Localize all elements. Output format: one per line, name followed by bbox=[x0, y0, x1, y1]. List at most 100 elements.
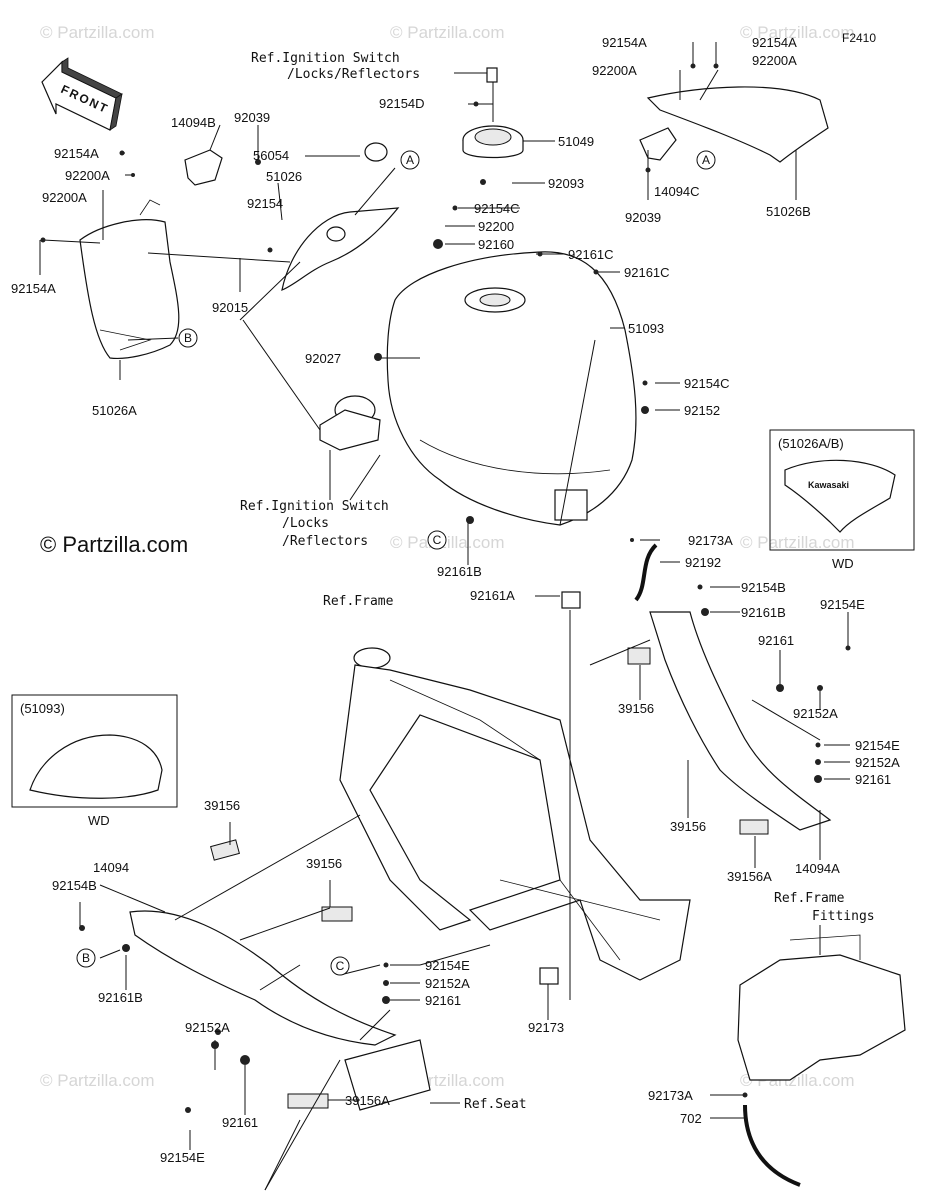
watermark: © Partzilla.com bbox=[740, 23, 855, 42]
right-side-cover-drawing bbox=[649, 611, 832, 831]
frame-fittings-drawing bbox=[737, 934, 906, 1081]
pad-39156 bbox=[321, 906, 353, 922]
part-label: 51026 bbox=[266, 169, 302, 184]
ref-locks-reflectors: /Locks/Reflectors bbox=[287, 67, 420, 82]
part-label: 51049 bbox=[558, 134, 594, 149]
ref-locks: /Locks bbox=[282, 516, 329, 531]
svg-text:A: A bbox=[702, 153, 710, 167]
damper-92161a bbox=[561, 591, 581, 609]
ref-frame-fittings: Fittings bbox=[812, 909, 875, 924]
fuel-tank-drawing bbox=[386, 251, 637, 526]
part-label: 39156A bbox=[345, 1093, 390, 1108]
copyright-text: © Partzilla.com bbox=[40, 532, 188, 557]
pad-39156a bbox=[739, 819, 769, 835]
part-label: 92027 bbox=[305, 351, 341, 366]
ignition-switch-drawing bbox=[319, 395, 381, 451]
figure-code: F2410 bbox=[842, 31, 876, 45]
ref-reflectors: /Reflectors bbox=[282, 534, 368, 549]
svg-text:B: B bbox=[184, 331, 192, 345]
right-cover-drawing bbox=[639, 86, 829, 163]
part-label: 92154E bbox=[160, 1150, 205, 1165]
inset-tank-wd: (51093) WD bbox=[11, 694, 178, 828]
part-label: 92154A bbox=[54, 146, 99, 161]
fuel-cap-drawing bbox=[462, 125, 524, 159]
callout-b-1: B bbox=[178, 328, 198, 348]
part-label: 92173A bbox=[688, 533, 733, 548]
part-label: 92154E bbox=[820, 597, 865, 612]
part-label: 92154C bbox=[474, 201, 520, 216]
part-label: 92152A bbox=[185, 1020, 230, 1035]
frame-drawing bbox=[339, 647, 691, 981]
part-label: 92161C bbox=[568, 247, 614, 262]
bolt-markers bbox=[40, 63, 851, 1113]
part-label: 14094A bbox=[795, 861, 840, 876]
inset-cover-brand: Kawasaki bbox=[808, 480, 849, 490]
part-label: 92154A bbox=[602, 35, 647, 50]
svg-text:C: C bbox=[336, 959, 345, 973]
part-label: 92015 bbox=[212, 300, 248, 315]
part-label: 92200A bbox=[65, 168, 110, 183]
watermark: © Partzilla.com bbox=[390, 533, 505, 552]
small-cover-14094b-drawing bbox=[184, 149, 223, 186]
front-arrow: FRONT bbox=[41, 57, 123, 131]
part-label: 92161 bbox=[758, 633, 794, 648]
ref-ignition-switch: Ref.Ignition Switch bbox=[251, 51, 400, 66]
part-label: 92154E bbox=[855, 738, 900, 753]
watermark: © Partzilla.com bbox=[740, 533, 855, 552]
inset-cover-title: (51026A/B) bbox=[778, 436, 844, 451]
callout-a-2: A bbox=[696, 150, 716, 170]
part-label: 92161 bbox=[855, 772, 891, 787]
part-label: 39156A bbox=[727, 869, 772, 884]
part-label: 92093 bbox=[548, 176, 584, 191]
cover-51026-drawing bbox=[281, 207, 400, 291]
part-label: 92161C bbox=[624, 265, 670, 280]
callout-c-2: C bbox=[330, 956, 350, 976]
part-label: 92161B bbox=[437, 564, 482, 579]
part-number-labels: 92154A 92154A 92200A 92200A 92154D 51049… bbox=[11, 35, 900, 1165]
part-label: 92154D bbox=[379, 96, 425, 111]
left-cover-drawing bbox=[79, 199, 180, 360]
ref-ignition-switch: Ref.Ignition Switch bbox=[240, 499, 389, 514]
ref-frame-fittings: Ref.Frame bbox=[774, 891, 845, 906]
pad-39156 bbox=[627, 647, 651, 665]
part-label: 92154B bbox=[52, 878, 97, 893]
part-label: 92161B bbox=[98, 990, 143, 1005]
part-label: 92200A bbox=[752, 53, 797, 68]
part-label: 92154A bbox=[752, 35, 797, 50]
part-label: 14094B bbox=[171, 115, 216, 130]
part-label: 14094C bbox=[654, 184, 700, 199]
part-label: 92152 bbox=[684, 403, 720, 418]
watermark: © Partzilla.com bbox=[390, 23, 505, 42]
part-label: 14094 bbox=[93, 860, 129, 875]
inset-cover-wd: (51026A/B) Kawasaki WD bbox=[769, 429, 915, 571]
part-label: 92161A bbox=[470, 588, 515, 603]
svg-text:A: A bbox=[406, 153, 414, 167]
part-label: 92200A bbox=[592, 63, 637, 78]
part-label: 92173 bbox=[528, 1020, 564, 1035]
part-label: 92152A bbox=[425, 976, 470, 991]
seat-bracket-drawing bbox=[344, 1039, 431, 1111]
part-label: 92161 bbox=[222, 1115, 258, 1130]
part-label: 39156 bbox=[670, 819, 706, 834]
part-label: 92160 bbox=[478, 237, 514, 252]
inset-tank-title: (51093) bbox=[20, 701, 65, 716]
part-92173-drawing bbox=[539, 967, 559, 985]
ref-seat: Ref.Seat bbox=[464, 1097, 527, 1112]
part-label: 92154A bbox=[11, 281, 56, 296]
seal-ring-drawing bbox=[364, 142, 388, 162]
part-label: 92154E bbox=[425, 958, 470, 973]
part-label: 92161B bbox=[741, 605, 786, 620]
part-label: 51026B bbox=[766, 204, 811, 219]
callout-a-1: A bbox=[400, 150, 420, 170]
part-label: 702 bbox=[680, 1111, 702, 1126]
part-label: 92173A bbox=[648, 1088, 693, 1103]
part-label: 92152A bbox=[855, 755, 900, 770]
part-label: 92192 bbox=[685, 555, 721, 570]
inset-cover-caption: WD bbox=[832, 556, 854, 571]
hose-702-drawing bbox=[743, 1104, 801, 1187]
hose-92192-drawing bbox=[634, 543, 658, 602]
part-label: 92039 bbox=[234, 110, 270, 125]
pad-39156 bbox=[210, 839, 240, 861]
part-label: 92154 bbox=[247, 196, 283, 211]
